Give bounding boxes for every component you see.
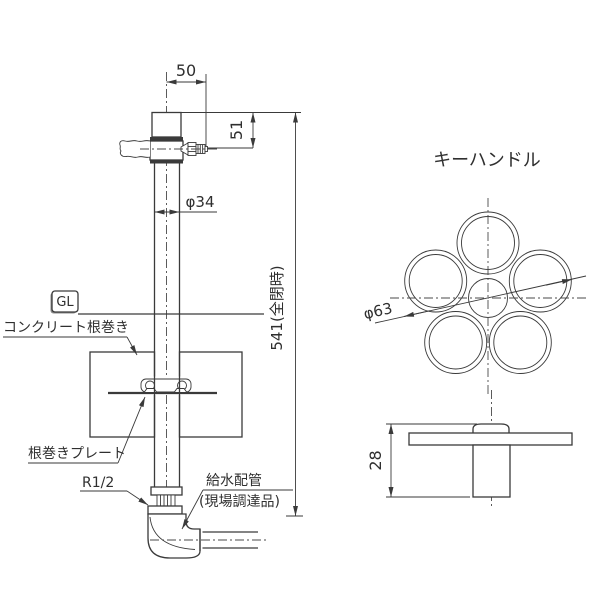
petal-upper-left <box>404 249 468 313</box>
concrete-base-text: コンクリート根巻き <box>3 320 129 336</box>
main-view: 50 <box>3 61 303 559</box>
petal-upper-right <box>508 249 572 313</box>
petal-lower-right <box>488 311 552 374</box>
coupling-tip <box>204 146 208 152</box>
leader-arrow <box>126 490 149 506</box>
elbow-nut <box>147 505 183 515</box>
key-handle-title: キーハンドル <box>433 150 541 171</box>
petal-inner <box>493 315 548 370</box>
petal-lower-left <box>424 311 488 374</box>
petal-inner <box>428 315 483 370</box>
dim-top-width: 50 <box>166 61 207 148</box>
clamp-foot-right <box>173 388 188 393</box>
label-base-plate: 根巻きプレート <box>28 396 146 464</box>
thread-text: R1/2 <box>82 475 114 491</box>
label-supply-pipe: 給水配管 (現場調達品) <box>181 473 293 530</box>
dim-handle-height-label: 28 <box>366 450 385 470</box>
head-band-bottom <box>150 160 183 164</box>
label-thread: R1/2 <box>80 475 149 506</box>
dim-outlet-height-label: 51 <box>227 120 246 140</box>
key-handle-view: キーハンドル <box>362 150 588 394</box>
dim-handle-height: 28 <box>366 423 477 498</box>
post-head <box>119 111 219 164</box>
arrow-lower-left <box>403 310 431 317</box>
dim-handle-diameter: φ63 <box>362 275 587 324</box>
dim-top-width-label: 50 <box>176 61 196 80</box>
gl-label: GL <box>56 295 74 310</box>
handle-shaft <box>472 444 511 498</box>
bottom-flange <box>150 486 183 496</box>
ground-level: GL <box>50 290 264 315</box>
key-break-shape <box>119 140 151 158</box>
head-body <box>149 140 184 161</box>
leader-arrow <box>181 489 204 530</box>
elbow-body <box>147 513 201 559</box>
handle-disc-edge <box>408 432 573 446</box>
handle-dome <box>472 423 510 433</box>
arrow-upper-right <box>545 278 573 286</box>
supply-pipe-text: 給水配管 <box>206 473 262 489</box>
leader-arrow <box>126 336 138 356</box>
dim-post-diameter-label: φ34 <box>186 193 215 211</box>
key-handle-side-view: 28 <box>366 390 573 506</box>
dim-outlet-height: 51 <box>227 112 256 148</box>
dim-total-height: 541(全閉時) <box>268 112 303 517</box>
petal-inner <box>408 254 463 308</box>
base-plate <box>108 378 217 395</box>
gl-box <box>51 290 79 313</box>
leader-arrow <box>117 396 146 464</box>
dim-handle-diameter-label: φ63 <box>362 299 394 323</box>
supply-pipe-note-text: (現場調達品) <box>199 494 280 510</box>
head-cap <box>151 111 182 138</box>
head-band-top <box>150 137 183 141</box>
label-concrete-base: コンクリート根巻き <box>3 320 138 356</box>
dim-total-height-label: 541(全閉時) <box>268 265 286 350</box>
petal-inner <box>513 254 568 308</box>
handle-flower <box>404 211 572 374</box>
concrete-base <box>89 351 243 438</box>
dim-post-diameter: φ34 <box>154 193 217 215</box>
thread-nipple <box>156 494 176 507</box>
base-plate-text: 根巻きプレート <box>28 446 126 462</box>
bottom-fittings <box>147 486 268 559</box>
